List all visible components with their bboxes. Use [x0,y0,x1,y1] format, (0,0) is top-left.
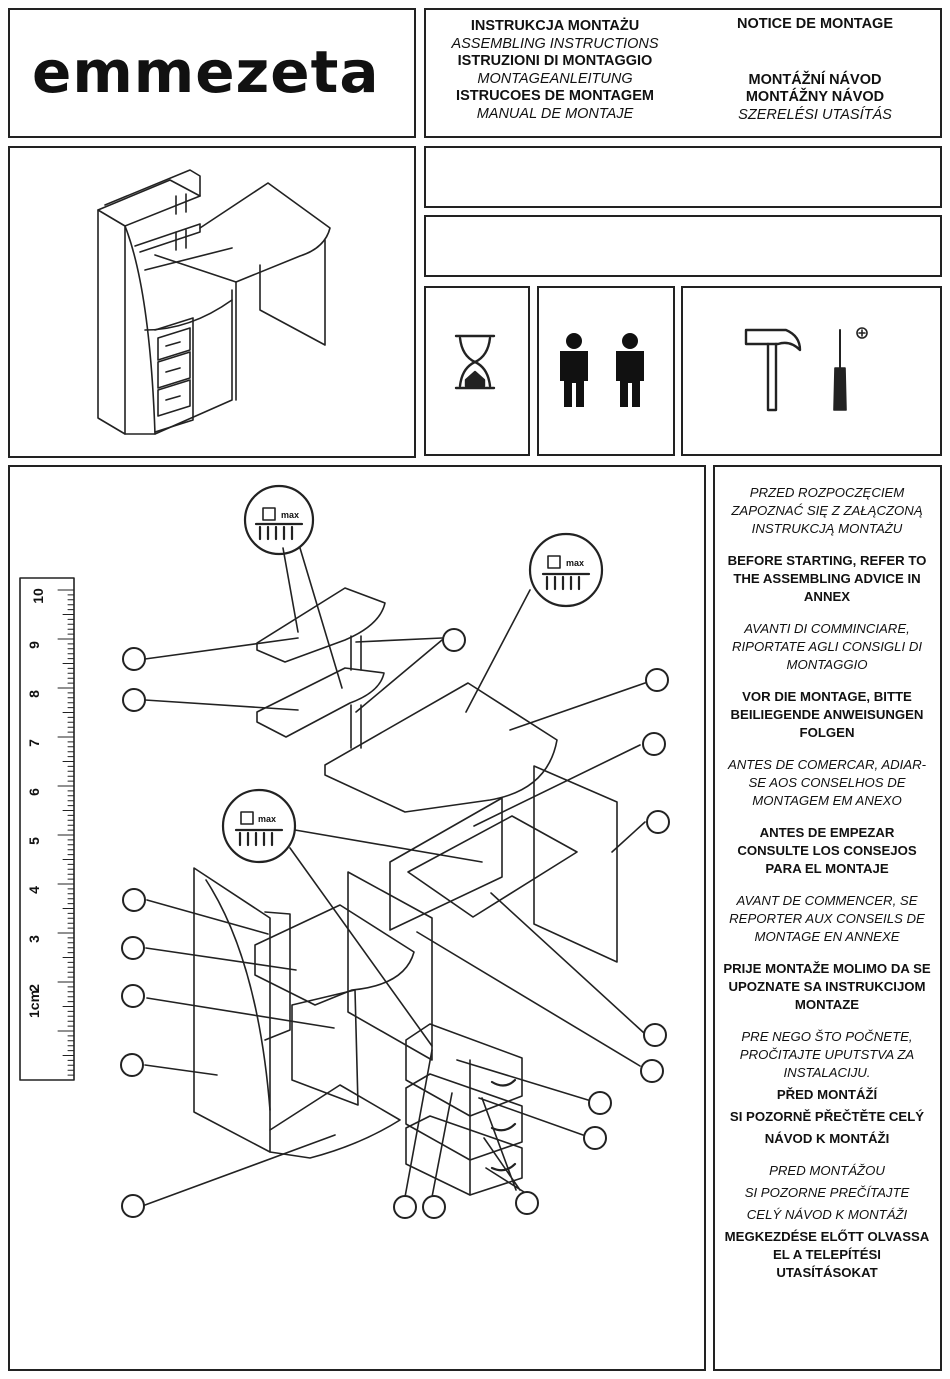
max-label: max [281,510,300,520]
exploded-desk-parts [144,547,646,1206]
title-cz: MONTÁŽNÍ NÁVOD [748,71,882,88]
note-de: VOR DIE MONTAGE, BITTE BEILIEGENDE ANWEI… [730,689,924,740]
max-load-badge [243,484,315,556]
info-field-2 [424,215,942,277]
ruler-number: 4 [25,886,42,894]
ruler [19,577,75,1081]
ruler-number: 6 [25,788,42,796]
note-sk1: PRED MONTÁŽOU [769,1163,885,1178]
brand-logo: emmezeta [32,38,380,106]
ruler-number: 7 [25,739,42,747]
desk-preview-illustration [97,169,331,435]
product-preview-panel [8,146,416,458]
ruler-number: 10 [29,588,46,604]
title-fr: NOTICE DE MONTAGE [736,16,893,32]
hammer-icon [744,328,802,412]
note-en: BEFORE STARTING, REFER TO THE ASSEMBLING… [727,553,927,604]
note-pt: ANTES DE COMERCAR, ADIAR-SE AOS CONSELHO… [727,757,927,808]
hourglass-icon [454,334,496,390]
note-fr: AVANT DE COMMENCER, SE REPORTER AUX CONS… [729,893,925,944]
title-hu: SZERELÉSI UTASÍTÁS [738,106,892,123]
note-sr: PRE NEGO ŠTO POČNETE, PROČITAJTE UPUTSTV… [739,1029,915,1080]
note-it: AVANTI DI COMMINCIARE, RIPORTATE AGLI CO… [731,621,923,672]
note-sk3: CELÝ NÁVOD K MONTÁŽI [746,1207,908,1222]
max-label: max [566,558,585,568]
ruler-number: 5 [25,837,42,845]
time-panel [424,286,530,456]
screwdriver-icon [833,327,868,411]
two-persons-icon [560,333,644,407]
title-sk: MONTÁŽNY NÁVOD [745,89,885,105]
title-pt: ISTRUCOES DE MONTAGEM [456,88,654,104]
max-load-badge [221,788,297,864]
title-en: ASSEMBLING INSTRUCTIONS [451,35,659,52]
tools-panel [681,286,942,456]
part-callouts [120,628,670,1219]
notes-panel [713,465,942,1371]
title-pl: INSTRUKCJA MONTAŻU [470,18,640,34]
max-label: max [258,814,277,824]
ruler-number: 9 [25,641,42,649]
ruler-number: 3 [25,935,42,943]
ruler-number: 2 [25,984,42,992]
note-cz1: PŘED MONTÁŽÍ [776,1087,878,1102]
note-hu: MEGKEZDÉSE ELŐTT OLVASSA EL A TELEPÍTÉSI… [724,1229,930,1280]
note-sk2: SI POZORNE PREČÍTAJTE [744,1185,910,1200]
max-load-badge [528,532,604,608]
note-hr: PRIJE MONTAŽE MOLIMO DA SE UPOZNATE SA I… [723,961,931,1012]
title-it: ISTRUZIONI DI MONTAGGIO [457,53,653,69]
info-field-1 [424,146,942,208]
ruler-number: 8 [25,690,42,698]
note-pl: PRZED ROZPOCZĘCIEM ZAPOZNAĆ SIĘ Z ZAŁĄCZ… [731,485,923,536]
note-cz3: NÁVOD K MONTÁŽI [764,1131,890,1146]
title-es: MANUAL DE MONTAJE [476,105,634,122]
exploded-view-panel [8,465,706,1371]
ruler-unit-label: 1cm [26,989,42,1018]
note-es: ANTES DE EMPEZAR CONSULTE LOS CONSEJOS P… [737,825,917,876]
note-cz2: SI POZORNĚ PŘEČTĚTE CELÝ [729,1109,925,1124]
title-list: INSTRUKCJA MONTAŻU ASSEMBLING INSTRUCTIO… [440,18,670,123]
logo-panel [8,8,416,138]
assembly-notes: PRZED ROZPOCZĘCIEM ZAPOZNAĆ SIĘ Z ZAŁĄCZ… [722,484,932,1296]
title-de: MONTAGEANLEITUNG [477,70,633,87]
title-panel [424,8,942,138]
title-list-right: NOTICE DE MONTAGE MONTÁŽNÍ NÁVOD MONTÁŽN… [700,16,930,124]
